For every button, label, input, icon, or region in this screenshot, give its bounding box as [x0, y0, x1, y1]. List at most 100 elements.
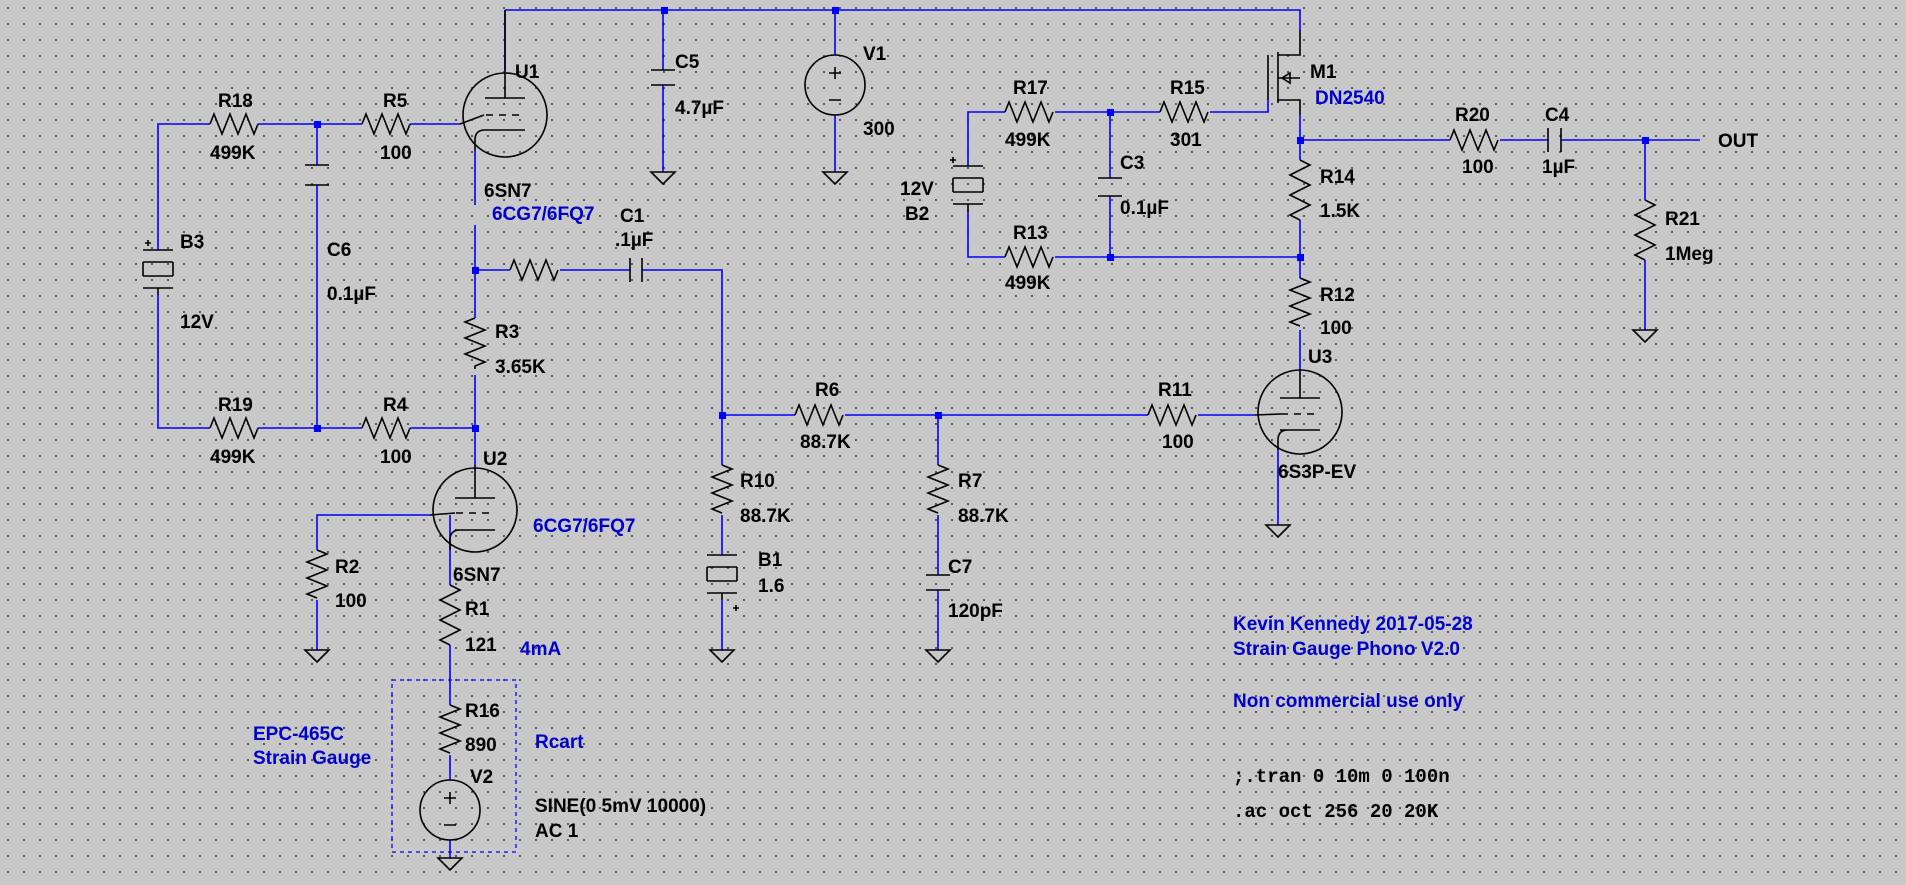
r14-name: R14 [1320, 167, 1355, 188]
resistor-r2[interactable] [304, 549, 330, 599]
tran-directive[interactable]: ;.tran 0 10m 0 100n [1233, 766, 1450, 788]
battery-b1[interactable] [706, 554, 739, 611]
r17-name: R17 [1013, 78, 1048, 99]
resistor-r5[interactable] [361, 111, 411, 137]
r1-value: 121 [465, 635, 497, 656]
out-net-label: OUT [1718, 131, 1759, 152]
mosfet-m1[interactable] [1267, 30, 1301, 115]
resistor-r19[interactable] [209, 415, 259, 441]
u3-name: U3 [1308, 347, 1332, 368]
resistor-r18[interactable] [209, 111, 259, 137]
u3-type: 6S3P-EV [1278, 462, 1356, 483]
ground-icon [436, 857, 464, 872]
tube-u3[interactable] [1254, 369, 1343, 455]
resistor-r16[interactable] [437, 704, 463, 754]
capacitor-c5[interactable] [651, 69, 675, 86]
m1-type: DN2540 [1315, 88, 1385, 109]
resistor-r10[interactable] [709, 464, 735, 514]
r20-value: 100 [1462, 157, 1494, 178]
cartridge-label-line2: Strain Gauge [253, 748, 371, 769]
r4-name: R4 [383, 395, 408, 416]
c5-value: 4.7µF [675, 98, 724, 119]
r15-name: R15 [1170, 78, 1205, 99]
r18-value: 499K [210, 143, 256, 164]
c4-name: C4 [1545, 105, 1570, 126]
strain-gauge-box [391, 679, 517, 853]
r12-name: R12 [1320, 285, 1355, 306]
author-note: Kevin Kennedy 2017-05-28 [1233, 614, 1473, 635]
capacitor-c3[interactable] [1098, 177, 1122, 197]
m1-name: M1 [1310, 62, 1337, 83]
r2-name: R2 [335, 557, 359, 578]
b1-name: B1 [758, 550, 783, 571]
ground-icon [708, 649, 736, 664]
junctions [314, 7, 1649, 432]
resistor-r22[interactable] [509, 257, 559, 283]
wires [157, 9, 1700, 858]
r1-name: R1 [465, 599, 490, 620]
tube-u2[interactable] [429, 465, 518, 553]
resistor-r4[interactable] [361, 415, 411, 441]
c1-name: C1 [620, 206, 645, 227]
license-note: Non commercial use only [1233, 691, 1464, 712]
ground-icon [303, 649, 331, 664]
ground-icon [1631, 329, 1659, 344]
resistor-r13[interactable] [1004, 244, 1054, 270]
resistor-r6[interactable] [794, 402, 844, 428]
voltage-source-v1[interactable] [804, 54, 866, 116]
u2-name: U2 [483, 449, 507, 470]
resistor-r1[interactable] [438, 584, 462, 646]
r7-name: R7 [958, 471, 982, 492]
r11-value: 100 [1162, 432, 1194, 453]
c7-value: 120pF [948, 601, 1003, 622]
voltage-source-v2[interactable] [419, 779, 481, 841]
resistor-r15[interactable] [1159, 99, 1209, 125]
capacitor-c1[interactable] [629, 258, 643, 282]
c5-name: C5 [675, 52, 700, 73]
c6-name: C6 [327, 240, 351, 261]
b2-name: B2 [905, 204, 929, 225]
resistor-r12[interactable] [1287, 277, 1313, 327]
resistor-r7[interactable] [925, 464, 951, 514]
resistor-r21[interactable] [1633, 199, 1657, 261]
r13-value: 499K [1005, 273, 1051, 294]
r21-value: 1Meg [1665, 244, 1714, 265]
r5-value: 100 [380, 143, 412, 164]
r19-value: 499K [210, 447, 256, 468]
u2-label: 6CG7/6FQ7 [533, 516, 635, 537]
v2-value: SINE(0 5mV 10000) [535, 796, 706, 817]
r14-value: 1.5K [1320, 201, 1360, 222]
u1-name: U1 [515, 62, 540, 83]
v2-name: V2 [470, 767, 493, 788]
ac-directive[interactable]: .ac oct 256 20 20K [1233, 801, 1439, 823]
u1-type: 6SN7 [484, 181, 532, 202]
capacitor-c7[interactable] [926, 574, 950, 591]
tube-u1[interactable] [459, 10, 548, 158]
resistor-r3[interactable] [462, 317, 488, 369]
resistor-r11[interactable] [1147, 402, 1197, 428]
battery-b3[interactable] [142, 240, 174, 295]
capacitor-c6[interactable] [305, 164, 329, 186]
c1-value: .1µF [615, 230, 653, 251]
resistor-r14[interactable] [1288, 159, 1312, 221]
r11-name: R11 [1158, 380, 1192, 401]
rcart-annotation: Rcart [535, 732, 584, 753]
r7-value: 88.7K [958, 506, 1009, 527]
b2-value: 12V [900, 179, 934, 200]
r20-name: R20 [1455, 105, 1490, 126]
c3-value: 0.1µF [1120, 198, 1169, 219]
resistor-r17[interactable] [1004, 99, 1054, 125]
capacitor-c4[interactable] [1547, 128, 1562, 152]
r10-value: 88.7K [740, 506, 791, 527]
c7-name: C7 [948, 557, 972, 578]
b3-name: B3 [180, 232, 204, 253]
ground-icon [1264, 524, 1292, 539]
r13-name: R13 [1013, 223, 1048, 244]
battery-b2[interactable] [950, 157, 984, 212]
ground-icon [649, 171, 677, 186]
r5-name: R5 [383, 91, 408, 112]
r18-name: R18 [218, 91, 253, 112]
resistor-r20[interactable] [1449, 127, 1499, 153]
r6-value: 88.7K [800, 432, 851, 453]
